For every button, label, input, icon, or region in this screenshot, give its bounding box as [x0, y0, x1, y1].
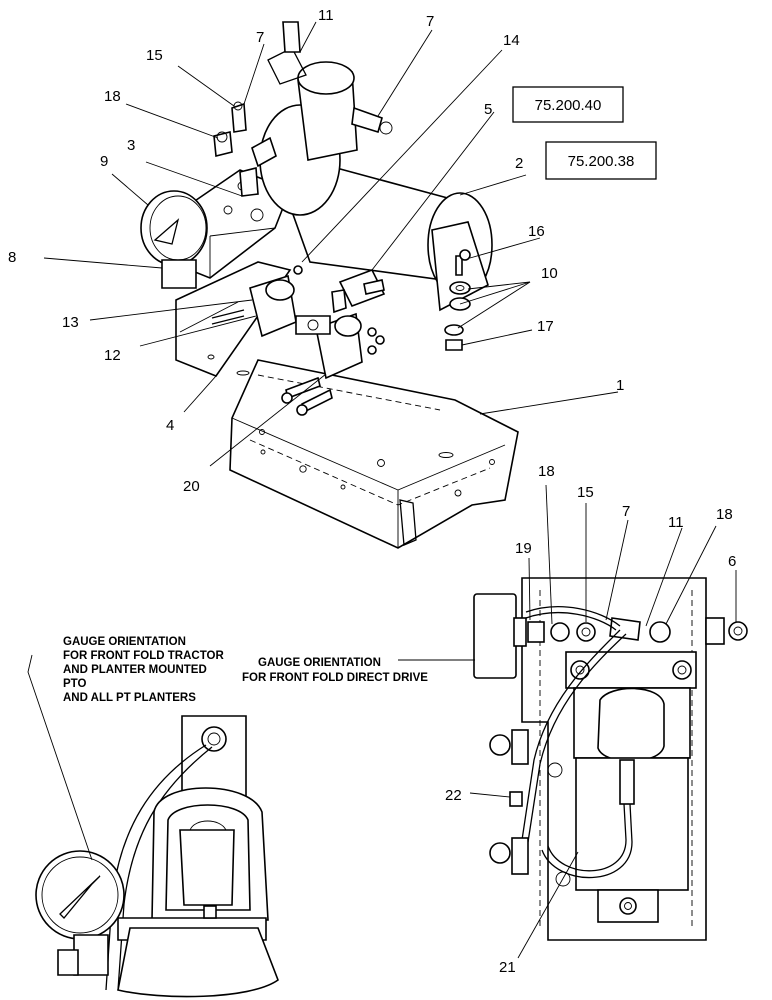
leader-lines-detail: [469, 484, 737, 959]
gauge-icon: [473, 593, 517, 679]
fitting-icon: [213, 101, 277, 197]
left-orientation-note-line-4: PTO: [63, 678, 86, 690]
gauge-icon: [140, 190, 208, 289]
callout-19: 19: [515, 540, 532, 557]
callout-8: 8: [8, 249, 16, 266]
callout-10: 10: [541, 265, 558, 282]
callout-21: 21: [499, 959, 516, 976]
callout-16: 16: [528, 223, 545, 240]
callout-5: 5: [484, 101, 492, 118]
left-orientation-note-line-1: GAUGE ORIENTATION: [63, 636, 186, 648]
left-orientation-note-line-3: AND PLANTER MOUNTED: [63, 664, 207, 676]
reference-box-75-200-40-label: 75.200.40: [535, 97, 602, 114]
callout-18: 18: [538, 463, 555, 480]
callout-11: 11: [668, 514, 684, 531]
callout-2: 2: [515, 155, 523, 172]
reference-boxes: 75.200.40 75.200.38: [512, 86, 657, 180]
callout-14: 14: [503, 32, 520, 49]
left-orientation-note-line-2: FOR FRONT FOLD TRACTOR: [63, 650, 224, 662]
reference-box-75-200-38[interactable]: [545, 141, 657, 180]
callout-7: 7: [256, 29, 264, 46]
right-orientation-note-line-2: FOR FRONT FOLD DIRECT DRIVE: [242, 672, 428, 684]
solenoid-valve: [331, 268, 386, 314]
leader-lines: [43, 21, 619, 467]
callout-7: 7: [622, 503, 630, 520]
callout-6: 6: [728, 553, 736, 570]
reservoir-icon: [573, 687, 691, 923]
right-orientation-note-line-1: GAUGE ORIENTATION: [258, 657, 381, 669]
callout-3: 3: [127, 137, 135, 154]
knob-icon: [489, 729, 529, 875]
callout-7: 7: [426, 13, 434, 30]
callout-1: 1: [616, 377, 624, 394]
callout-11: 11: [318, 7, 334, 24]
callouts-detail: 18 15 7 11 18 19 6 22 21: [445, 463, 736, 976]
callout-18: 18: [104, 88, 121, 105]
gauge-icon: [35, 850, 125, 940]
valve-block: [249, 274, 363, 380]
callout-20: 20: [183, 478, 200, 495]
right-orientation-detail: GAUGE ORIENTATION FOR FRONT FOLD DIRECT …: [242, 577, 748, 941]
callout-4: 4: [166, 417, 174, 434]
callout-9: 9: [100, 153, 108, 170]
callout-22: 22: [445, 787, 462, 804]
callout-15: 15: [146, 47, 163, 64]
callout-13: 13: [62, 314, 79, 331]
base-bracket: [229, 359, 519, 549]
left-orientation-note-line-5: AND ALL PT PLANTERS: [63, 692, 196, 704]
callouts-main: 11 7 7 14 15 18 5 3 9 2 16 8 10 13 17 12…: [8, 7, 624, 495]
reference-box-75-200-38-label: 75.200.38: [568, 153, 635, 170]
left-orientation-detail: GAUGE ORIENTATION FOR FRONT FOLD TRACTOR…: [27, 636, 279, 998]
callout-12: 12: [104, 347, 121, 364]
pump-motor-icon: [259, 21, 493, 312]
reference-box-75-200-40[interactable]: [512, 86, 624, 123]
callout-18: 18: [716, 506, 733, 523]
callout-15: 15: [577, 484, 594, 501]
callout-17: 17: [537, 318, 554, 335]
